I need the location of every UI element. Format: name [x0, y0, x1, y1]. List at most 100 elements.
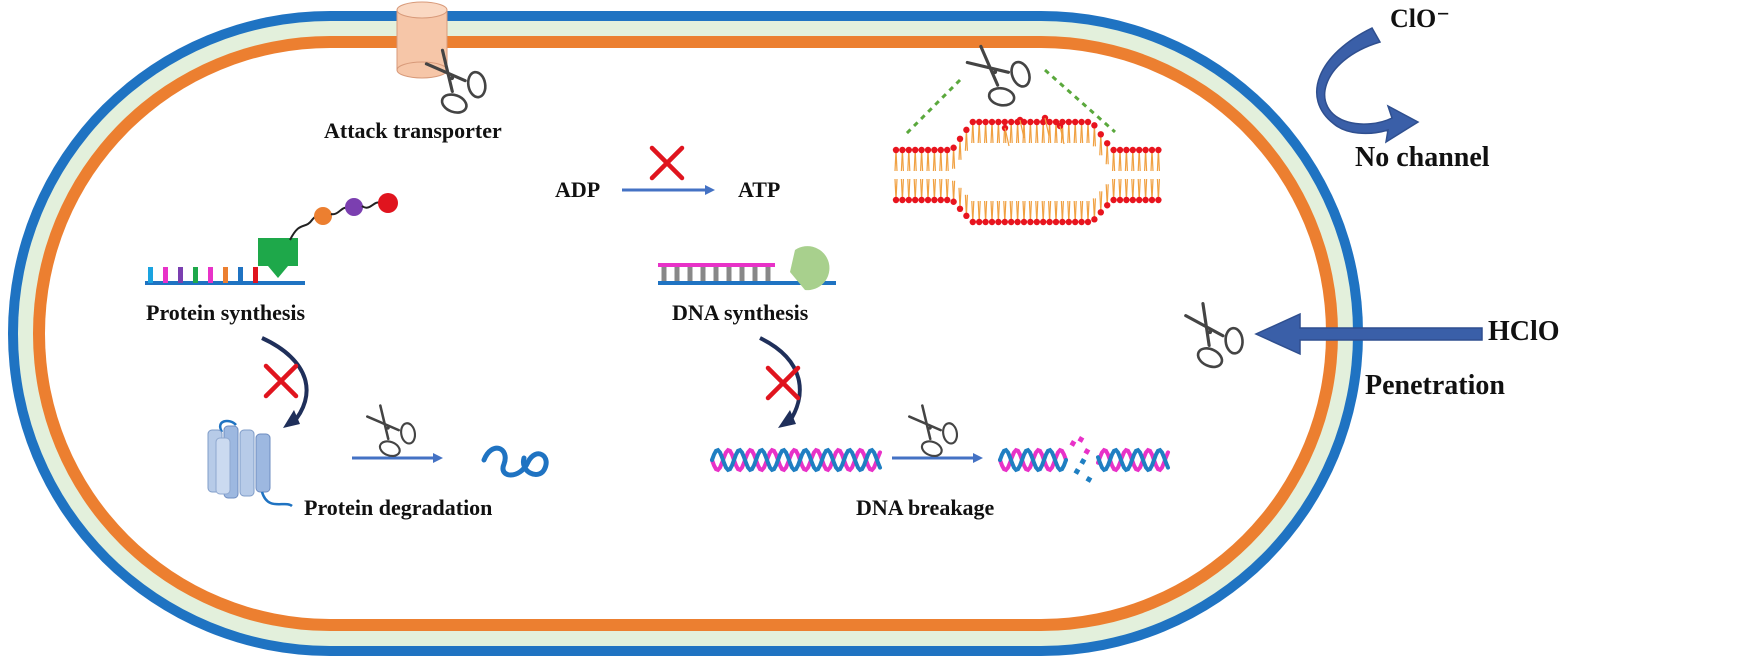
- transporter-icon: [396, 1, 448, 79]
- zoom-line-left: [903, 78, 962, 137]
- dna-synthesis-label: DNA synthesis: [672, 300, 809, 325]
- lipid-head: [1110, 196, 1117, 204]
- lipid-head: [1142, 146, 1149, 154]
- lipid-head: [899, 196, 906, 204]
- lipid-head: [899, 146, 906, 154]
- lipid-head: [982, 218, 989, 226]
- lipid-head: [905, 146, 912, 154]
- penetration-arrow: [1254, 312, 1483, 356]
- cell-envelope: [8, 11, 1363, 656]
- lipid-head: [1091, 122, 1098, 129]
- lipid-head: [1116, 196, 1124, 204]
- dna-fragment: [1077, 436, 1085, 443]
- lipid-head: [976, 118, 983, 126]
- lipid-head: [1033, 118, 1041, 126]
- mrna-strand: [145, 267, 305, 285]
- lipid-head: [1123, 146, 1130, 154]
- lipid-head: [1148, 196, 1156, 204]
- lipid-head: [1104, 202, 1111, 209]
- penetration-label: Penetration: [1365, 370, 1505, 401]
- lipid-head: [963, 212, 970, 220]
- lipid-head: [1072, 118, 1079, 126]
- lipid-head: [905, 196, 912, 204]
- amino-acid: [314, 207, 332, 225]
- lipid-head: [1097, 131, 1105, 138]
- lipid-head: [1027, 118, 1034, 126]
- cytoplasm: [45, 48, 1326, 619]
- lipid-head: [1072, 218, 1079, 226]
- lipid-head: [1052, 218, 1060, 226]
- dna-curve-arrow: [759, 336, 802, 426]
- protein-curve-arrow: [261, 336, 309, 426]
- lipid-head: [1027, 218, 1034, 226]
- attack-transporter-label: Attack transporter: [324, 118, 502, 143]
- degraded-peptide-icon: [481, 445, 549, 478]
- lipid-head: [963, 126, 970, 134]
- dna-helix-icon: [710, 447, 882, 473]
- polymerase-icon: [790, 246, 830, 291]
- lipid-head: [1129, 146, 1137, 154]
- folded-protein-icon: [207, 419, 293, 508]
- lipid-head: [918, 146, 925, 154]
- lipid-head: [1078, 118, 1085, 126]
- lipid-head: [892, 196, 900, 204]
- lipid-head: [1014, 218, 1021, 226]
- lipid-head: [1046, 118, 1053, 126]
- dna-replication-icon: [658, 246, 836, 291]
- lipid-head: [937, 146, 944, 154]
- lipid-head: [1001, 218, 1008, 226]
- lipid-head: [956, 205, 964, 212]
- lipid-head: [1136, 196, 1143, 204]
- lipid-head: [988, 118, 996, 126]
- lipid-head: [944, 146, 951, 154]
- lipid-head: [1142, 196, 1149, 204]
- protein-degradation-label: Protein degradation: [304, 495, 493, 520]
- lipid-head: [969, 118, 976, 126]
- lipid-head: [1008, 218, 1015, 226]
- lipid-head: [931, 146, 938, 154]
- lipid-head: [995, 218, 1002, 226]
- lipid-head: [1033, 218, 1041, 226]
- lipid-head: [956, 135, 964, 142]
- dna-fragment: [1073, 468, 1081, 475]
- lipid-head: [1059, 218, 1066, 226]
- lipid-head: [969, 218, 976, 226]
- lipid-head: [937, 196, 944, 204]
- lipid-head: [950, 198, 957, 205]
- lipid-head: [1084, 218, 1092, 226]
- damaged-lipid-bilayer: [892, 114, 1162, 226]
- protein-synthesis-label: Protein synthesis: [146, 300, 306, 325]
- lipid-head: [982, 118, 989, 126]
- lipid-head: [1078, 218, 1085, 226]
- lipid-head: [1008, 118, 1015, 126]
- lipid-head: [1116, 146, 1124, 154]
- adp-label: ADP: [555, 177, 601, 202]
- bounce-arrow: [1316, 27, 1420, 144]
- no-channel-label: No channel: [1355, 142, 1490, 173]
- lipid-head: [1104, 140, 1111, 147]
- dna-fragment: [1083, 448, 1091, 455]
- atp-label: ATP: [738, 177, 781, 202]
- lipid-head: [1110, 146, 1117, 154]
- lipid-head: [995, 118, 1002, 126]
- clo-label: ClO⁻: [1390, 4, 1450, 33]
- lipid-head: [912, 196, 919, 204]
- broken-dna-helix-icon: [998, 436, 1170, 483]
- lipid-head: [1123, 196, 1130, 204]
- lipid-head: [1129, 196, 1137, 204]
- lipid-head: [1091, 216, 1098, 223]
- lipid-head: [924, 146, 932, 154]
- lipid-head: [1148, 146, 1156, 154]
- dna-fragment: [1069, 440, 1077, 447]
- lipid-head: [912, 146, 919, 154]
- amino-acid: [345, 198, 363, 216]
- lipid-head: [1020, 218, 1028, 226]
- lipid-head: [950, 144, 957, 151]
- ribosome-icon: [258, 238, 298, 278]
- dna-breakage-label: DNA breakage: [856, 495, 995, 520]
- lipid-head: [1065, 218, 1073, 226]
- lipid-head: [892, 146, 900, 154]
- hclo-label: HClO: [1488, 316, 1560, 347]
- lipid-head: [1155, 146, 1162, 154]
